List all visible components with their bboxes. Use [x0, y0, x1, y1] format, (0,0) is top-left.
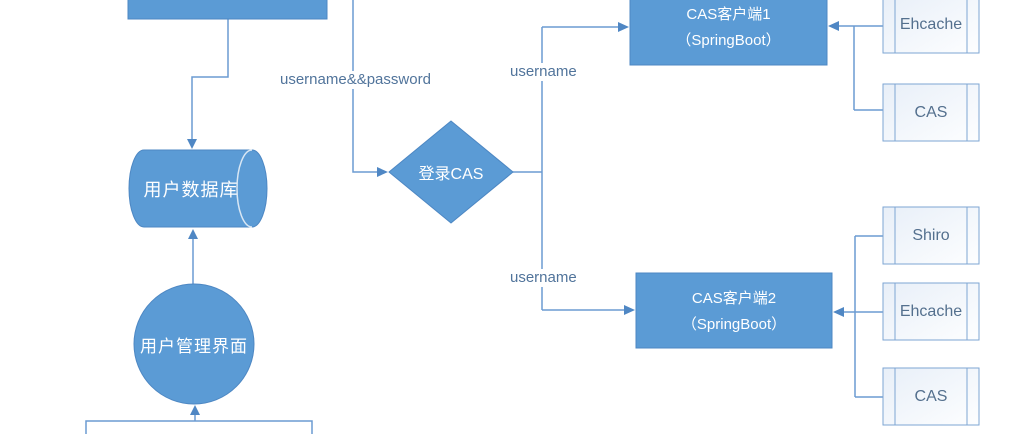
node-cas-client1: [629, 0, 828, 66]
connector-client2-components-trunk: [844, 235, 883, 398]
node-cas-server-client2-sidebars: [894, 368, 968, 425]
node-cas-server-client1: [882, 83, 980, 142]
arrowhead-into-client1-right: [828, 21, 839, 31]
node-ehcache-client1-label: Ehcache: [899, 15, 963, 33]
arrowhead-into-usermgmt: [190, 405, 200, 415]
arrowhead-into-client1-left: [618, 22, 629, 32]
cas-client1-title: CAS客户端1: [686, 6, 771, 23]
node-shiro-client2: [882, 206, 980, 265]
node-user-mgmt: [133, 283, 255, 405]
edge-label-username-bottom: username: [507, 269, 580, 287]
edge-label-credentials: username&&password: [277, 71, 434, 89]
node-ehcache-client2-sidebars: [894, 283, 968, 340]
connector-toprect-to-userdb: [191, 19, 229, 139]
node-ehcache-client2: [882, 282, 980, 341]
node-user-mgmt-label: 用户管理界面: [140, 336, 248, 356]
node-cas-client2-label: CAS客户端2 （SpringBoot）: [636, 273, 832, 348]
node-login-cas-label: 登录CAS: [418, 166, 484, 183]
node-top-rect: [127, 0, 328, 20]
node-login-cas: [388, 120, 514, 224]
arrowhead-into-logincas: [377, 167, 388, 177]
node-ehcache-client1: [882, 0, 980, 54]
node-cas-server-client1-label: CAS: [914, 103, 948, 121]
cas-client2-subtitle: （SpringBoot）: [681, 316, 787, 333]
cas-client2-title: CAS客户端2: [691, 290, 777, 307]
node-shiro-client2-sidebars: [894, 207, 968, 264]
node-user-db-seam: [236, 149, 253, 228]
connector-top-to-logincas: [352, 0, 377, 173]
arrowhead-into-client2-right: [833, 307, 844, 317]
node-ehcache-client1-sidebars: [894, 0, 968, 53]
node-cas-server-client2: [882, 367, 980, 426]
node-cas-server-client2-label: CAS: [914, 387, 948, 405]
arrowhead-into-userdb-bottom: [188, 229, 198, 239]
arrowhead-into-client2-left: [624, 305, 635, 315]
node-user-db-label: 用户数据库: [143, 179, 239, 200]
node-cas-client1-label: CAS客户端1 （SpringBoot）: [630, 0, 827, 65]
node-cas-client2: [635, 272, 833, 349]
arrowhead-into-userdb-top: [187, 139, 197, 149]
connector-logincas-to-clients-trunk: [513, 26, 624, 311]
node-ehcache-client2-label: Ehcache: [899, 302, 963, 320]
node-user-db: [128, 149, 268, 228]
cas-client1-subtitle: （SpringBoot）: [676, 32, 781, 49]
connector-client1-components-trunk: [839, 25, 883, 111]
node-cas-server-client1-sidebars: [894, 84, 968, 141]
node-shiro-client2-label: Shiro: [912, 226, 950, 244]
connector-bottom-bracket: [85, 415, 313, 434]
edge-label-username-top: username: [507, 63, 580, 81]
